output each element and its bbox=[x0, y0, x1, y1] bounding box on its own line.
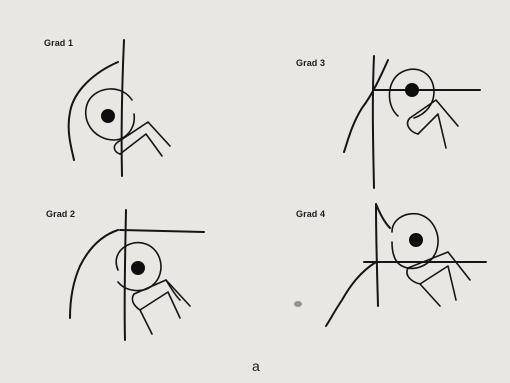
panel-grad-1-drawing bbox=[69, 40, 170, 176]
femoral-neck-shaft bbox=[410, 100, 458, 148]
acetabulum-curve bbox=[70, 230, 118, 318]
femoral-head-center-dot bbox=[131, 261, 145, 275]
femoral-neck-shaft bbox=[118, 122, 170, 156]
femoral-neck-shaft bbox=[134, 280, 190, 318]
panel-grad-2-drawing bbox=[70, 210, 204, 340]
femoral-neck-curve bbox=[114, 142, 120, 154]
femoral-head-center-dot bbox=[101, 109, 115, 123]
panel-grad-4-drawing bbox=[326, 204, 486, 326]
vertical-reference-line bbox=[373, 56, 374, 188]
acetabulum-curve bbox=[344, 60, 388, 152]
scan-smudge bbox=[294, 301, 302, 307]
femoral-shaft-lower bbox=[420, 284, 440, 306]
femoral-neck-curve bbox=[408, 118, 418, 134]
acetabulum-curve bbox=[326, 262, 376, 326]
vertical-reference-line bbox=[122, 40, 124, 176]
femoral-neck-shaft bbox=[408, 252, 470, 300]
femoral-head-center-dot bbox=[405, 83, 419, 97]
femoral-neck-curve bbox=[407, 268, 420, 284]
panel-grad-3-drawing bbox=[344, 56, 480, 188]
femoral-neck-curve bbox=[132, 294, 140, 310]
femoral-head-center-dot bbox=[409, 233, 423, 247]
vertical-reference-line bbox=[376, 204, 378, 306]
horizontal-reference-line bbox=[120, 230, 204, 232]
acetabular-roof-line bbox=[376, 204, 390, 228]
